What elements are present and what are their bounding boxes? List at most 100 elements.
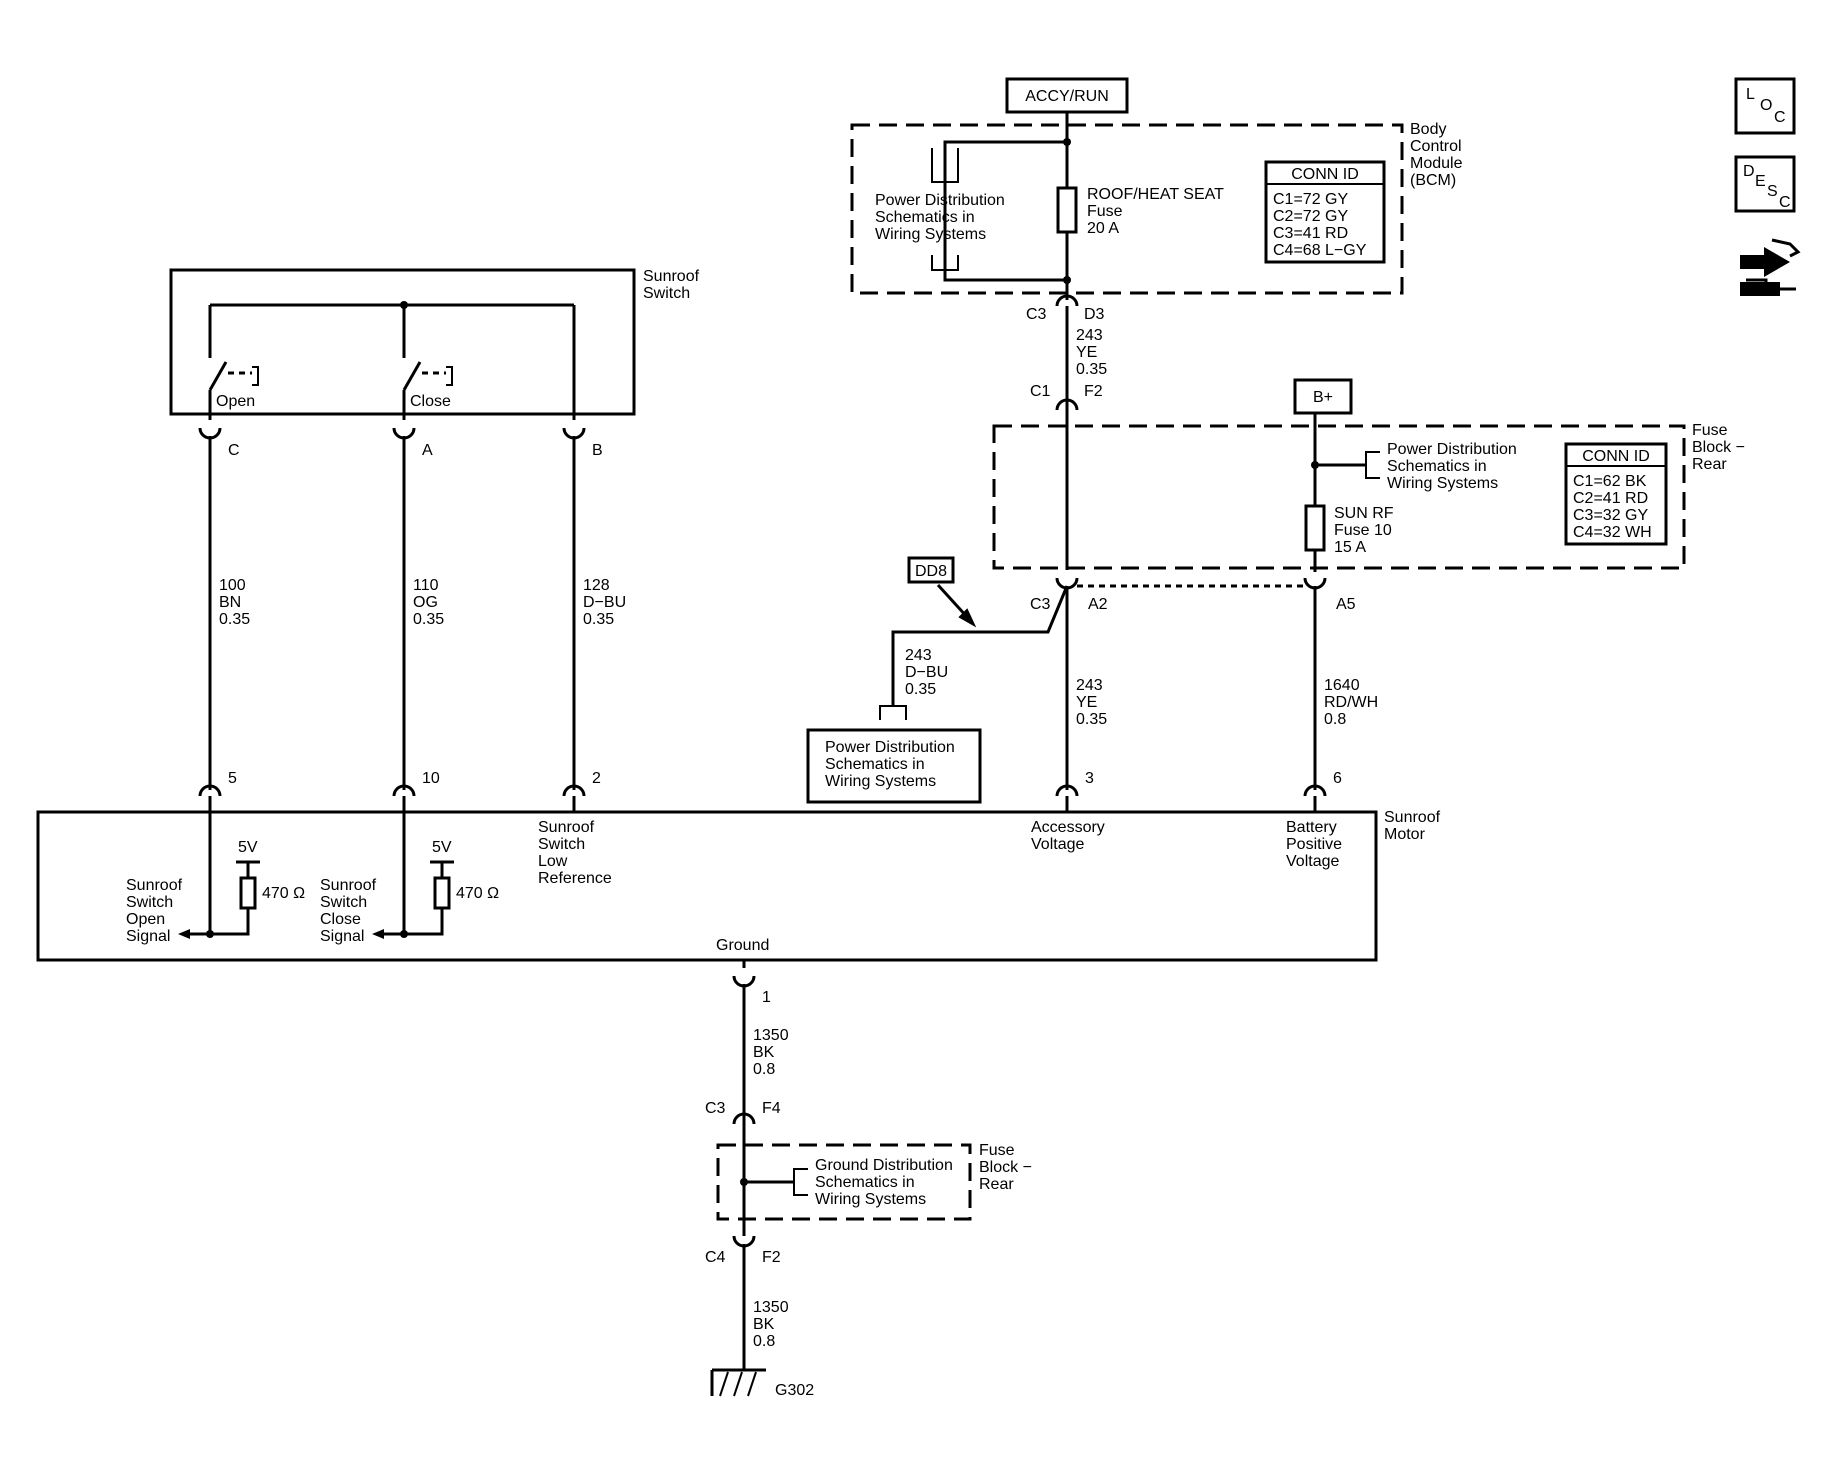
svg-text:(BCM): (BCM): [1410, 172, 1456, 189]
fuse-block-power-distribution-label: Power Distribution Schematics in Wiring …: [1387, 441, 1517, 492]
svg-text:128: 128: [583, 577, 610, 594]
bcm-power-distribution-label: Power Distribution Schematics in Wiring …: [875, 192, 1005, 243]
svg-text:Wiring Systems: Wiring Systems: [815, 1191, 926, 1208]
motor-connector-5: [198, 784, 222, 797]
fuse-block-out-pin-a5: A5: [1336, 596, 1356, 613]
motor-pin-2: 2: [592, 770, 601, 787]
motor-connector-2: [562, 784, 586, 797]
svg-text:Reference: Reference: [538, 870, 612, 887]
close-pullup-resistor: [433, 876, 451, 910]
roof-heat-seat-fuse-label: ROOF/HEAT SEAT Fuse 20 A: [1087, 186, 1224, 237]
svg-text:Wiring Systems: Wiring Systems: [875, 226, 986, 243]
loc-icon[interactable]: L O C: [1734, 77, 1796, 135]
svg-text:O: O: [1760, 97, 1772, 114]
wire-110-label: 110 OG 0.35: [413, 577, 444, 628]
battery-voltage-label: Battery Positive Voltage: [1286, 819, 1342, 870]
wire-243-dbu-label: 243 D−BU 0.35: [905, 647, 948, 698]
svg-text:Control: Control: [1410, 138, 1462, 155]
svg-text:C2=72 GY: C2=72 GY: [1273, 208, 1348, 225]
close-pullup-voltage: 5V: [432, 839, 452, 856]
svg-text:YE: YE: [1076, 694, 1097, 711]
svg-text:Switch: Switch: [126, 894, 173, 911]
svg-text:BK: BK: [753, 1316, 775, 1333]
bcm-conn-id-box: [1264, 160, 1386, 264]
svg-text:243: 243: [905, 647, 932, 664]
sunroof-motor-name: Sunroof Motor: [1384, 809, 1441, 843]
close-switch-label: Close: [410, 393, 451, 410]
motor-ground-pin: 1: [762, 989, 771, 1006]
svg-text:0.8: 0.8: [753, 1333, 775, 1350]
open-signal-label: Sunroof Switch Open Signal: [126, 877, 183, 945]
dd8-label: DD8: [915, 563, 947, 580]
ground-point-label: G302: [775, 1382, 814, 1399]
wire-128-label: 128 D−BU 0.35: [583, 577, 626, 628]
svg-text:Sunroof: Sunroof: [643, 268, 700, 285]
fuse-block-rear-name: Fuse Block − Rear: [1692, 422, 1745, 473]
svg-text:0.35: 0.35: [413, 611, 444, 628]
svg-text:L: L: [1746, 86, 1755, 103]
wire-243-ye-upper-label: 243 YE 0.35: [1076, 327, 1107, 378]
svg-text:C1=62 BK: C1=62 BK: [1573, 473, 1647, 490]
close-resistor-value: 470 Ω: [456, 885, 499, 902]
svg-text:Fuse: Fuse: [979, 1142, 1015, 1159]
ground-fuse-block-rear-name: Fuse Block − Rear: [979, 1142, 1032, 1193]
svg-text:0.8: 0.8: [1324, 711, 1346, 728]
svg-text:C3=32 GY: C3=32 GY: [1573, 507, 1648, 524]
svg-text:Power Distribution: Power Distribution: [825, 739, 955, 756]
svg-text:Rear: Rear: [1692, 456, 1727, 473]
ground-symbol-icon: [710, 1368, 766, 1397]
fuse-block-conn-id-title: CONN ID: [1582, 448, 1650, 465]
svg-text:0.35: 0.35: [905, 681, 936, 698]
close-switch-contact: [402, 361, 422, 391]
svg-text:BN: BN: [219, 594, 241, 611]
svg-text:Open: Open: [126, 911, 165, 928]
open-pullup-resistor: [239, 876, 257, 910]
wire-100-label: 100 BN 0.35: [219, 577, 250, 628]
svg-text:Signal: Signal: [126, 928, 170, 945]
switch-pin-c: C: [228, 442, 240, 459]
sun-rf-fuse: [1304, 504, 1326, 552]
svg-text:15 A: 15 A: [1334, 539, 1366, 556]
svg-text:Schematics in: Schematics in: [815, 1174, 915, 1191]
svg-text:Fuse: Fuse: [1087, 203, 1123, 220]
svg-text:C4=68 L−GY: C4=68 L−GY: [1273, 242, 1367, 259]
svg-text:BK: BK: [753, 1044, 775, 1061]
svg-text:Body: Body: [1410, 121, 1446, 138]
svg-text:0.35: 0.35: [1076, 711, 1107, 728]
motor-pin-6: 6: [1333, 770, 1342, 787]
svg-text:243: 243: [1076, 677, 1103, 694]
svg-text:Wiring Systems: Wiring Systems: [825, 773, 936, 790]
svg-text:243: 243: [1076, 327, 1103, 344]
wire-1640-label: 1640 RD/WH 0.8: [1324, 677, 1378, 728]
roof-heat-seat-fuse: [1056, 186, 1078, 234]
svg-text:OG: OG: [413, 594, 438, 611]
b-plus-power-box: [1293, 378, 1353, 415]
svg-text:C1=72 GY: C1=72 GY: [1273, 191, 1348, 208]
svg-text:D−BU: D−BU: [583, 594, 626, 611]
svg-text:Switch: Switch: [320, 894, 367, 911]
desc-icon[interactable]: D E S C: [1734, 155, 1796, 213]
dd8-power-distribution-box: [806, 728, 982, 804]
ground-fuse-block-rear-box: [716, 1143, 972, 1221]
ground-block-out-pin: F2: [762, 1249, 781, 1266]
ground-wire-lower-label: 1350 BK 0.8: [753, 1299, 789, 1350]
svg-text:Battery: Battery: [1286, 819, 1337, 836]
svg-text:Motor: Motor: [1384, 826, 1426, 843]
motor-pin-5: 5: [228, 770, 237, 787]
svg-text:C4=32 WH: C4=32 WH: [1573, 524, 1652, 541]
wiring-connector-icon[interactable]: [1740, 238, 1801, 296]
dd8-splice-box: [907, 556, 955, 584]
sunroof-switch-name: Sunroof Switch: [643, 268, 700, 302]
bcm-box: [850, 123, 1404, 295]
svg-text:C: C: [1774, 109, 1786, 126]
switch-pin-b: B: [592, 442, 603, 459]
bcm-conn-id-list: C1=72 GY C2=72 GY C3=41 RD C4=68 L−GY: [1273, 191, 1367, 259]
svg-text:Accessory: Accessory: [1031, 819, 1105, 836]
accy-run-label: ACCY/RUN: [1025, 88, 1109, 105]
svg-text:RD/WH: RD/WH: [1324, 694, 1378, 711]
svg-text:Sunroof: Sunroof: [1384, 809, 1441, 826]
svg-text:0.35: 0.35: [583, 611, 614, 628]
low-reference-label: Sunroof Switch Low Reference: [538, 819, 612, 887]
motor-pin-3: 3: [1085, 770, 1094, 787]
svg-text:1350: 1350: [753, 1299, 789, 1316]
